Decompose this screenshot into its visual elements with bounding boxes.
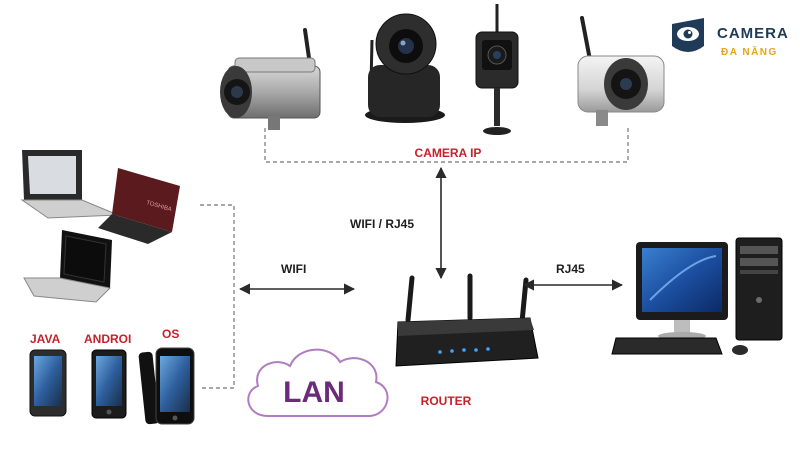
rj45-label: RJ45 (556, 262, 585, 276)
lan-label: LAN (283, 376, 345, 409)
android-label: ANDROI (84, 332, 131, 346)
camera-mini-icon (475, 4, 519, 135)
router-label: ROUTER (421, 394, 472, 408)
client-group-bracket (200, 204, 235, 389)
ios-label: OS (162, 327, 179, 341)
camera-group-bracket (264, 128, 629, 163)
laptop-icon (20, 150, 119, 219)
logo-title: CAMERA (717, 25, 789, 42)
camera-bullet-icon (220, 28, 321, 130)
router-icon (395, 273, 539, 367)
smartphone-icon (29, 349, 67, 417)
camera-ip-label: CAMERA IP (415, 146, 482, 160)
cloud-icon (247, 348, 389, 417)
laptop-icon: TOSHIBA (98, 168, 180, 244)
camera-ptz-icon (365, 13, 445, 123)
smartphone-icon (138, 347, 195, 425)
camera-bullet-white-icon (577, 16, 665, 126)
java-label: JAVA (30, 332, 61, 346)
logo-subtitle: ĐA NĂNG (721, 45, 778, 58)
logo: CAMERA ĐA NĂNG (672, 18, 789, 58)
smartphone-icon (91, 349, 127, 419)
laptop-icon (23, 230, 112, 303)
wifi-rj45-label: WIFI / RJ45 (350, 217, 414, 231)
wifi-label: WIFI (281, 262, 306, 276)
logo-eye-icon (672, 18, 704, 52)
desktop-pc-icon (611, 237, 783, 355)
